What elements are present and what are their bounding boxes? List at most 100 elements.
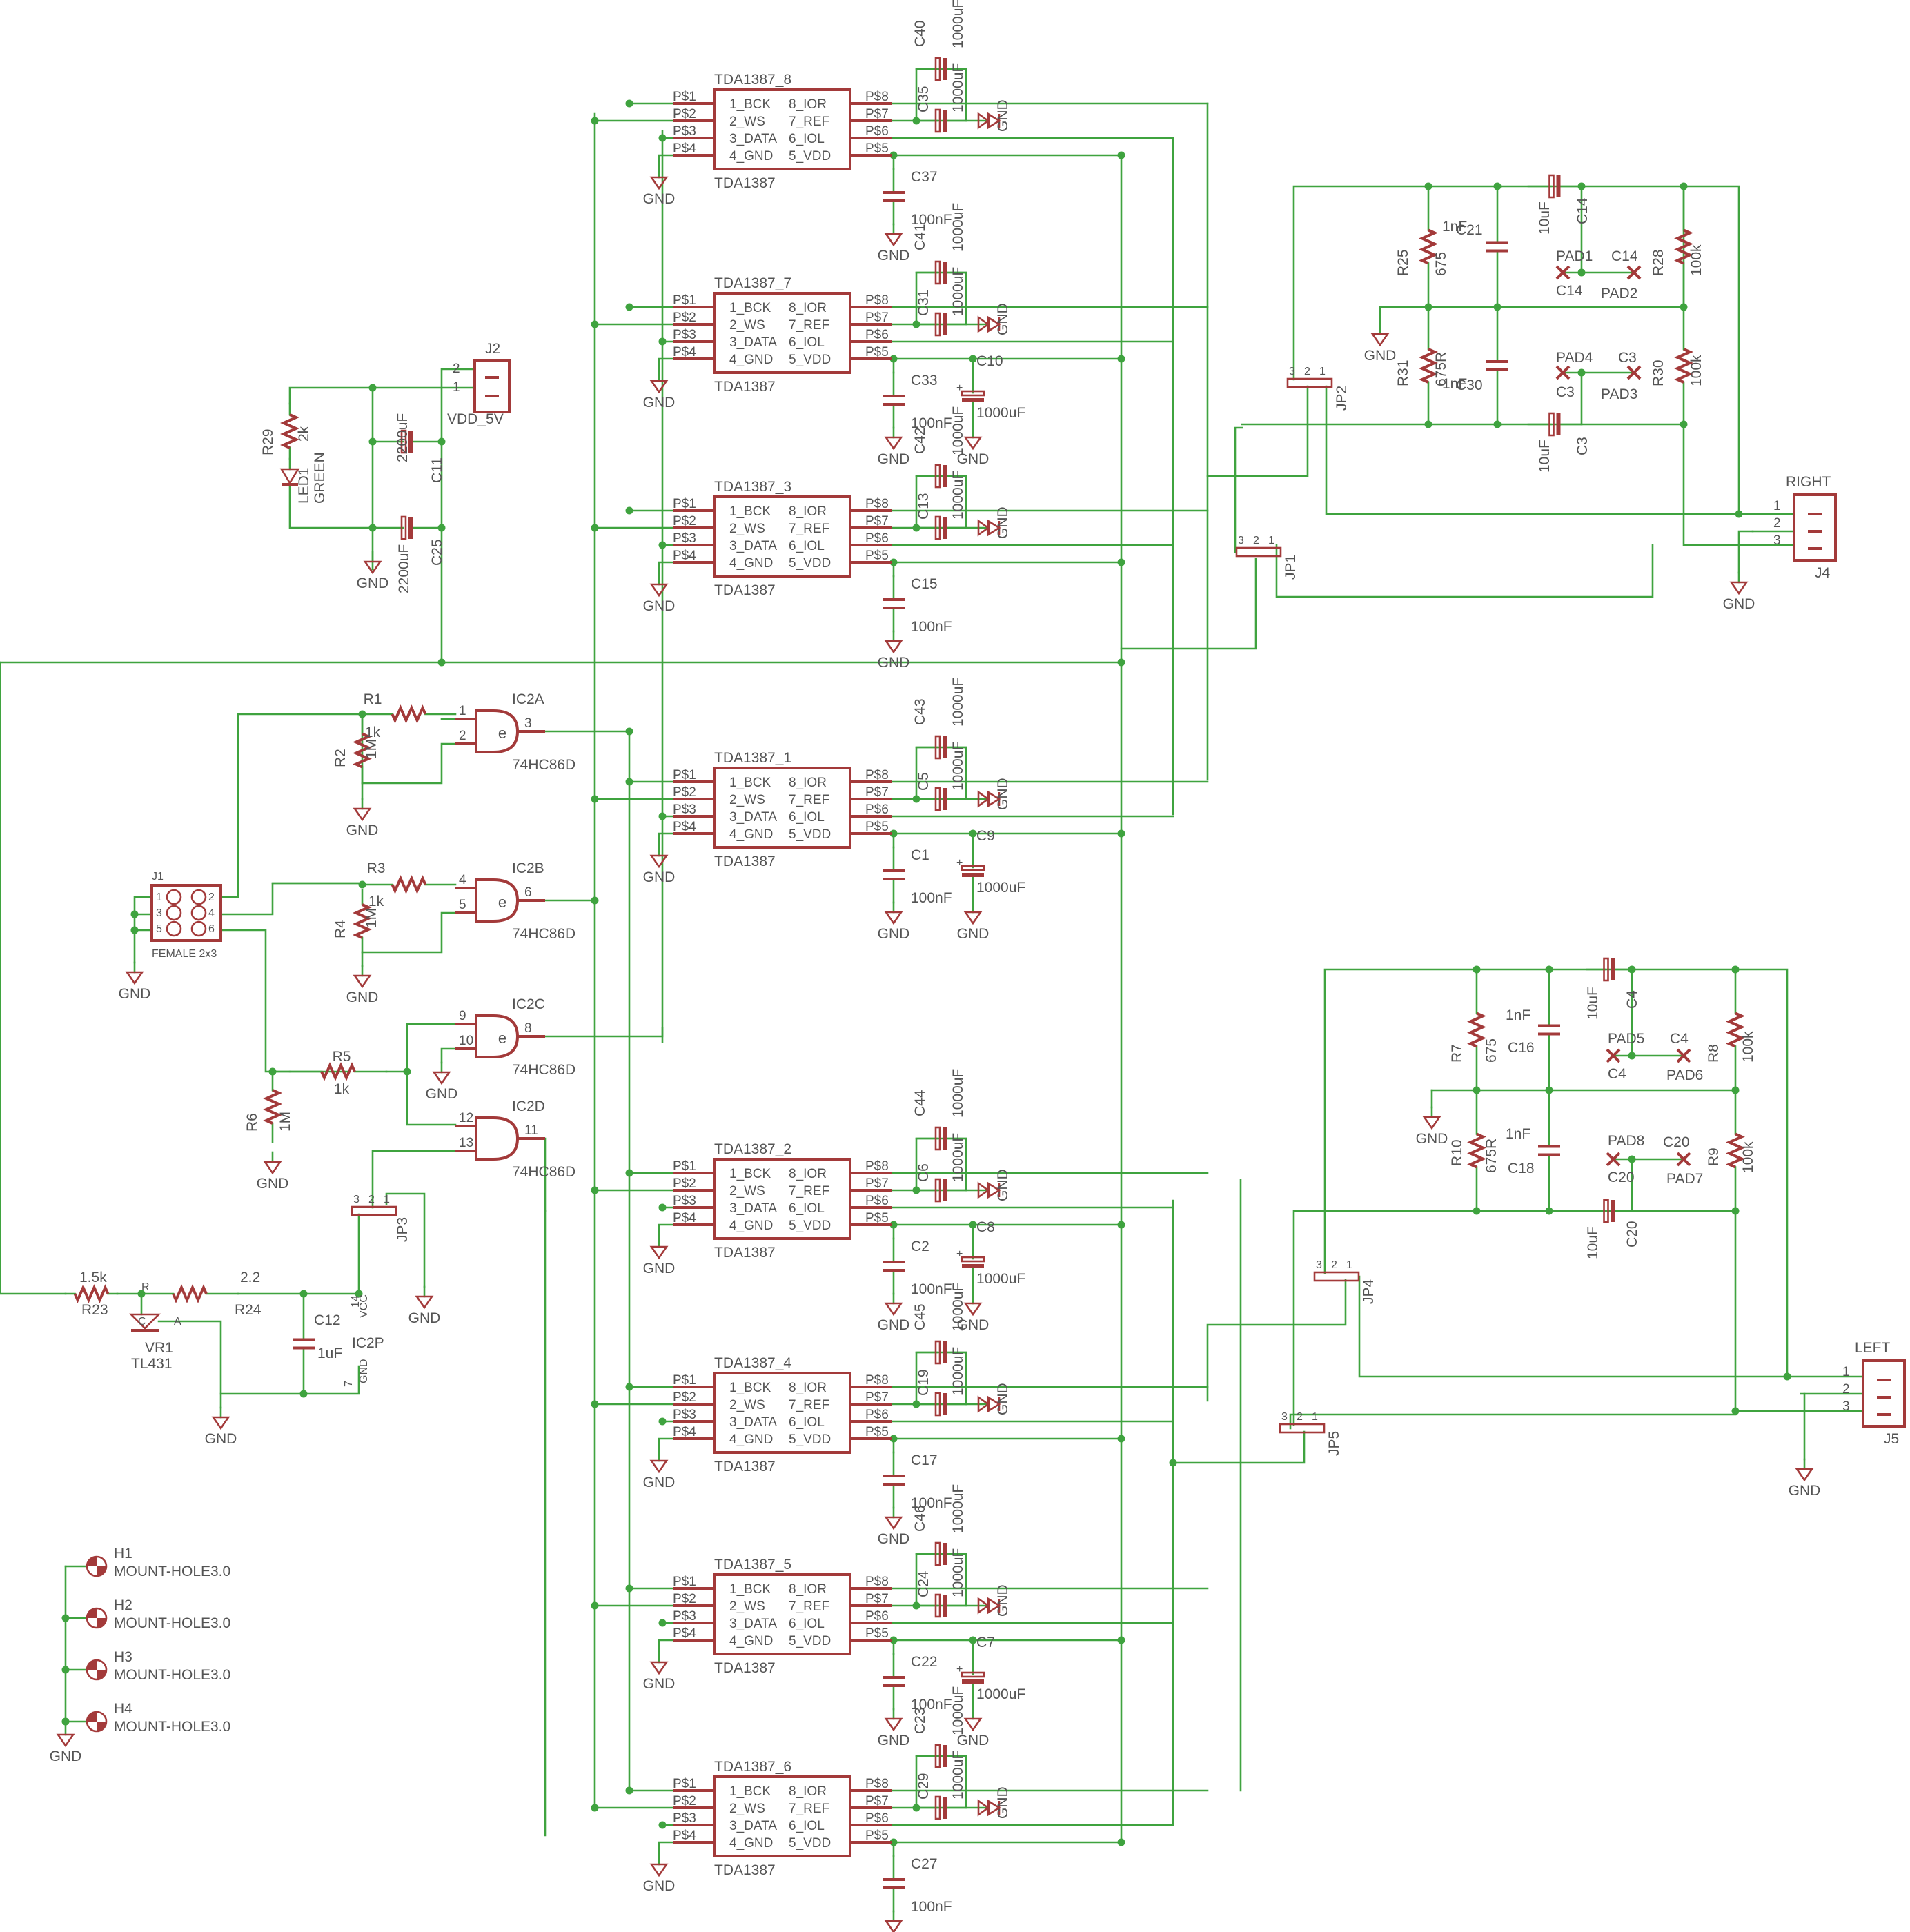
- wire: [1800, 1392, 1806, 1461]
- pin-right: P$7: [865, 514, 889, 529]
- pin-left: P$4: [673, 1425, 696, 1439]
- pin-func-left: 4_GND: [729, 1219, 773, 1233]
- bulk-cap: [961, 839, 985, 904]
- ref-cap-mid-value: 1000uF: [950, 471, 966, 520]
- jp-pin: 3: [353, 1194, 360, 1205]
- ref-cap-mid-value: 1000uF: [950, 742, 966, 791]
- bypass-cap: [883, 1855, 905, 1913]
- c16-name: C16: [1508, 1040, 1535, 1056]
- parts-layer: [56, 57, 1906, 1932]
- gnd-label: GND: [408, 1310, 441, 1326]
- ref-cap-top-value: 1000uF: [950, 0, 966, 48]
- pin-func-right: 7_REF: [789, 318, 829, 333]
- pin-func-left: 2_WS: [729, 793, 765, 807]
- gnd-label: GND: [995, 506, 1011, 539]
- ref-cap-top: [915, 464, 967, 489]
- pin-left: P$1: [673, 1575, 696, 1589]
- r3-name: R3: [367, 860, 386, 876]
- mount-hole-value: MOUNT-HOLE3.0: [114, 1719, 230, 1735]
- gnd-label: GND: [995, 99, 1011, 132]
- r6-value: 1M: [277, 1112, 293, 1132]
- bypass-name: C33: [911, 373, 938, 388]
- gate-pin: 6: [524, 885, 532, 900]
- gnd-symbol: [987, 315, 1001, 333]
- gate-value: 74HC86D: [512, 926, 575, 942]
- bulk-gnd: [963, 426, 983, 451]
- gate-name: IC2C: [512, 996, 545, 1012]
- r9: [1726, 1089, 1745, 1212]
- vr1-gnd: [211, 1406, 230, 1430]
- pad5: [1606, 1048, 1621, 1063]
- j1-data-wire: [219, 929, 350, 1073]
- pin-func-right: 8_IOR: [789, 97, 827, 112]
- jp-pin: 1: [384, 1194, 390, 1205]
- vr1-pin: C: [138, 1316, 146, 1328]
- r1: [361, 704, 457, 724]
- jp-pin: 3: [1281, 1411, 1288, 1423]
- gate-pin: 9: [459, 1009, 466, 1023]
- gate-value: 74HC86D: [512, 1062, 575, 1078]
- c20-value: 10uF: [1585, 1226, 1601, 1259]
- pin-right: P$7: [865, 1390, 889, 1405]
- pin-func-left: 1_BCK: [729, 97, 771, 112]
- gnd-label: GND: [357, 575, 389, 591]
- j2-connector: [473, 359, 511, 413]
- gnd-symbol: [987, 790, 1001, 808]
- gnd-symbol: [987, 1799, 1001, 1817]
- gate-symbol: e: [498, 894, 506, 911]
- c4-name: C4: [1624, 990, 1640, 1009]
- ref-cap-top-value: 1000uF: [950, 678, 966, 727]
- gnd-label: GND: [957, 1317, 990, 1333]
- ref-cap-mid-value: 1000uF: [950, 1751, 966, 1800]
- gnd-label: GND: [643, 598, 676, 614]
- gnd-wire: [658, 1437, 674, 1452]
- j1-pin: 4: [208, 907, 215, 919]
- gate-name: IC2D: [512, 1098, 545, 1114]
- dac-value: TDA1387: [714, 1459, 776, 1475]
- pad1-name: PAD1: [1556, 248, 1593, 264]
- bypass-gnd: [884, 223, 903, 247]
- pin-left: P$4: [673, 820, 696, 834]
- pin-func-right: 5_VDD: [789, 149, 831, 164]
- ref-cap-top-name: C42: [912, 427, 928, 454]
- bypass-value: 100nF: [911, 890, 952, 906]
- mount-hole-gnd: [56, 1724, 75, 1748]
- c30-cap: [1486, 306, 1508, 426]
- j4-pin: 3: [1773, 533, 1781, 548]
- gnd-label: GND: [995, 303, 1011, 335]
- ref-cap-top-name: C45: [912, 1303, 928, 1330]
- gate-pin: 4: [459, 873, 466, 887]
- gate-value: 74HC86D: [512, 1164, 575, 1180]
- pin-left: P$2: [673, 1176, 696, 1191]
- bypass-cap: [883, 371, 905, 429]
- gnd-label: GND: [995, 1786, 1011, 1819]
- pin-right: P$5: [865, 345, 889, 359]
- pad2-name: PAD2: [1601, 286, 1637, 302]
- dac-chip-tda1387_7: [673, 292, 892, 374]
- r24-value: 2.2: [240, 1270, 260, 1285]
- gnd-symbol: [987, 1597, 1001, 1615]
- pin-right: P$5: [865, 1211, 889, 1225]
- junction-dot: [368, 384, 377, 392]
- ref-cap-top: [915, 1744, 967, 1768]
- gnd-label: GND: [643, 869, 676, 885]
- j2-pin1-wire: [288, 386, 476, 405]
- ref-cap-mid-value: 1000uF: [950, 1548, 966, 1597]
- plus-mark: +: [956, 1248, 963, 1260]
- j4-value: RIGHT: [1786, 474, 1831, 490]
- pin-left: P$1: [673, 1777, 696, 1791]
- bypass-name: C37: [911, 169, 938, 185]
- r7: [1467, 968, 1486, 1092]
- ic2c-out: [544, 1027, 664, 1038]
- pad6: [1676, 1048, 1691, 1063]
- mount-hole-name: H2: [114, 1597, 132, 1613]
- c3-value: 10uF: [1537, 440, 1553, 473]
- pin-func-right: 8_IOR: [789, 1381, 827, 1395]
- dac-value: TDA1387: [714, 175, 776, 191]
- pin-right: P$8: [865, 1373, 889, 1388]
- pin-right: P$5: [865, 141, 889, 156]
- pin-func-left: 1_BCK: [729, 776, 771, 790]
- gnd-label: GND: [878, 1531, 910, 1547]
- gnd-wire: [658, 1223, 674, 1239]
- dac-chip-tda1387_4: [673, 1372, 892, 1454]
